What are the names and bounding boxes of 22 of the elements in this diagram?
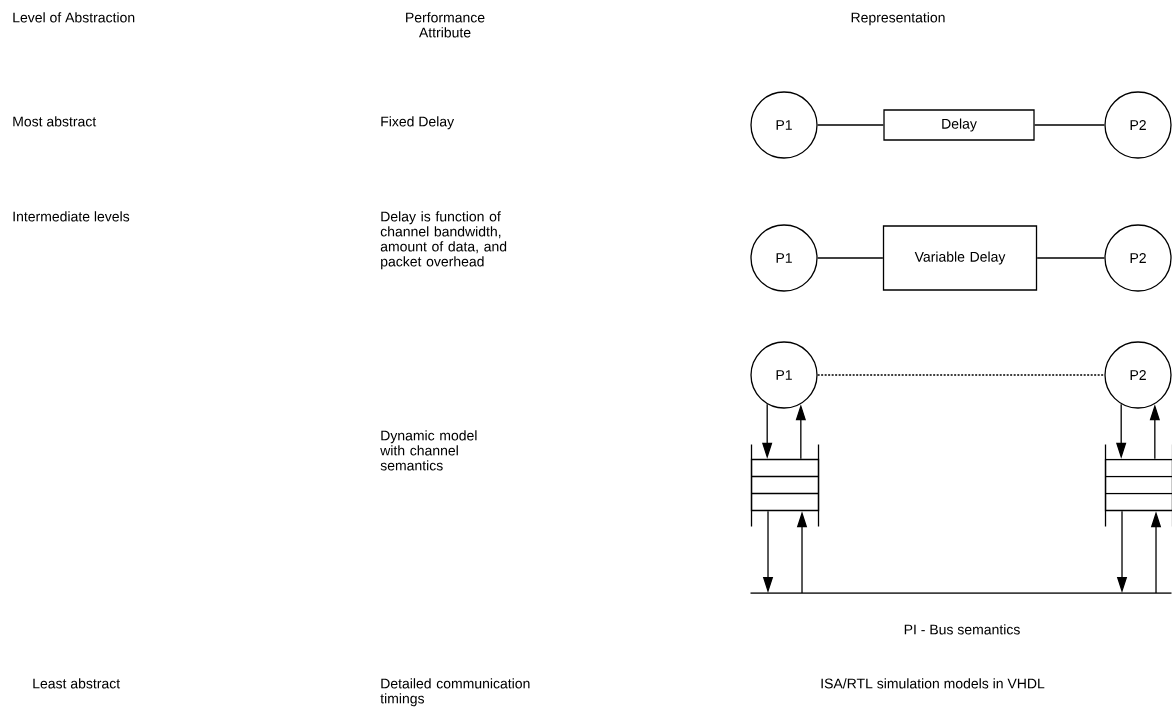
dashed-line bbox=[817, 374, 1105, 376]
attribute-text: Detailed communication timings bbox=[380, 678, 530, 707]
caption-text: PI - Bus semantics bbox=[904, 624, 1020, 635]
column-heading: Performance Attribute bbox=[406, 12, 485, 38]
delay-box: Delay bbox=[883, 109, 1035, 141]
bus-line bbox=[749, 592, 1172, 594]
connector-line bbox=[1034, 124, 1105, 126]
level-label: Most abstract bbox=[13, 116, 97, 127]
attribute-text: Delay is function of channel bandwidth, amount of data, and packet overhead bbox=[380, 211, 507, 270]
connector-line bbox=[817, 257, 884, 259]
connector-line bbox=[817, 124, 884, 126]
column-heading: Level of Abstraction bbox=[13, 12, 135, 23]
representation-text: ISA/RTL simulation models in VHDL bbox=[821, 678, 1045, 689]
column-heading: Representation bbox=[851, 12, 945, 26]
queue-buffer bbox=[750, 443, 820, 528]
connector-line bbox=[1036, 257, 1105, 259]
attribute-text: Dynamic model with channel semantics bbox=[380, 430, 477, 471]
queue-buffer bbox=[1104, 443, 1172, 528]
attribute-text: Fixed Delay bbox=[381, 116, 455, 130]
delay-box: Variable Delay bbox=[882, 225, 1038, 291]
level-label: Least abstract bbox=[33, 678, 121, 689]
level-label: Intermediate levels bbox=[13, 211, 130, 222]
